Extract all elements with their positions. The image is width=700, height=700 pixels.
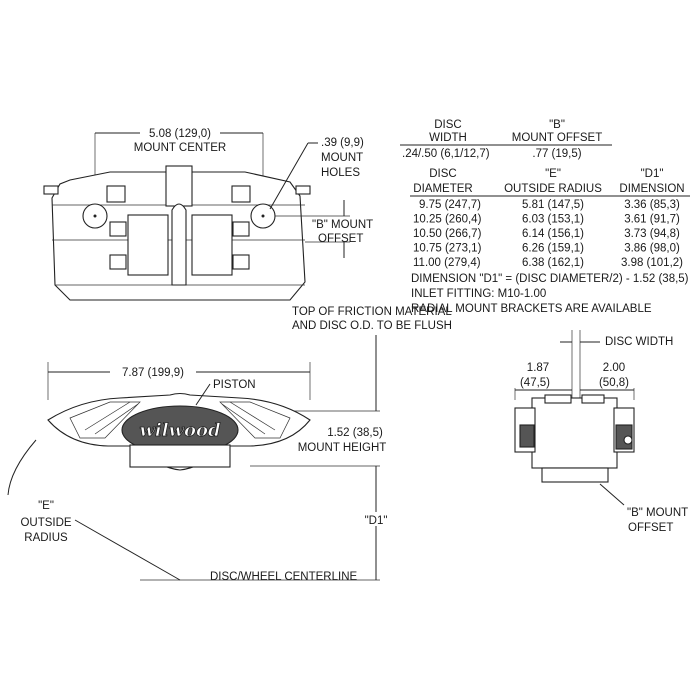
table-cell: 5.81 (147,5) bbox=[522, 199, 584, 211]
side-b-offset-label-1: "B" MOUNT bbox=[627, 507, 688, 519]
table-cell: .24/.50 (6,1/12,7) bbox=[402, 148, 490, 160]
e-label-3: RADIUS bbox=[24, 532, 68, 544]
right-value: 2.00 bbox=[603, 362, 625, 374]
table-header: DIMENSION bbox=[619, 183, 684, 195]
table-cell: 10.50 (266,7) bbox=[413, 228, 482, 240]
table-cell: 3.61 (91,7) bbox=[624, 214, 680, 226]
wilwood-logo: wilwood bbox=[139, 420, 221, 441]
table-header: WIDTH bbox=[429, 132, 467, 144]
left-value: 1.87 bbox=[527, 362, 549, 374]
right-value-mm: (50,8) bbox=[599, 377, 629, 389]
table-header: DISC bbox=[434, 119, 461, 131]
table-cell: .77 (19,5) bbox=[532, 148, 581, 160]
table-cell: 6.38 (162,1) bbox=[522, 257, 584, 269]
table-cell: 9.75 (247,7) bbox=[419, 199, 481, 211]
flush-note-1: TOP OF FRICTION MATERIAL bbox=[292, 306, 452, 318]
mount-holes-label-1: MOUNT bbox=[321, 152, 363, 164]
front-view-caliper: wilwood bbox=[7, 335, 380, 581]
d1-label: "D1" bbox=[365, 515, 388, 527]
left-value-mm: (47,5) bbox=[520, 377, 550, 389]
b-offset-label-2: OFFSET bbox=[318, 233, 363, 245]
mount-center-value: 5.08 (129,0) bbox=[149, 128, 211, 140]
disc-width-label: DISC WIDTH bbox=[605, 336, 673, 348]
table-header: DISC bbox=[429, 168, 456, 180]
table-cell: 6.03 (153,1) bbox=[522, 214, 584, 226]
table-header: "D1" bbox=[641, 168, 664, 180]
e-label-2: OUTSIDE bbox=[20, 517, 71, 529]
table-cell: 3.36 (85,3) bbox=[624, 199, 680, 211]
table-cell: 10.25 (260,4) bbox=[413, 214, 482, 226]
top-view-caliper bbox=[43, 132, 350, 301]
mount-holes-value: .39 (9,9) bbox=[321, 137, 364, 149]
width-value: 7.87 (199,9) bbox=[122, 367, 184, 379]
table-header: MOUNT OFFSET bbox=[512, 132, 603, 144]
table-header: DIAMETER bbox=[413, 183, 472, 195]
flush-note-2: AND DISC O.D. TO BE FLUSH bbox=[292, 320, 452, 332]
table-header: "B" bbox=[549, 119, 565, 131]
table-header: "E" bbox=[545, 168, 561, 180]
table-cell: 10.75 (273,1) bbox=[413, 243, 482, 255]
side-view-caliper bbox=[514, 330, 635, 506]
table-cell: 3.98 (101,2) bbox=[621, 257, 683, 269]
table-cell: 6.26 (159,1) bbox=[522, 243, 584, 255]
mount-height-value: 1.52 (38,5) bbox=[327, 427, 383, 439]
note-inlet-fitting: INLET FITTING: M10-1.00 bbox=[411, 288, 546, 300]
piston-label: PISTON bbox=[213, 379, 256, 391]
table-cell: 6.14 (156,1) bbox=[522, 228, 584, 240]
centerline-label: DISC/WHEEL CENTERLINE bbox=[210, 571, 358, 583]
note-d1-formula: DIMENSION "D1" = (DISC DIAMETER/2) - 1.5… bbox=[411, 273, 689, 285]
spec-table-disc-diameter: DISC DIAMETER "E" OUTSIDE RADIUS "D1" DI… bbox=[410, 168, 690, 269]
mount-center-label: MOUNT CENTER bbox=[134, 142, 226, 154]
table-cell: 3.73 (94,8) bbox=[624, 228, 680, 240]
table-header: OUTSIDE RADIUS bbox=[504, 183, 602, 195]
table-cell: 3.86 (98,0) bbox=[624, 243, 680, 255]
mount-holes-label-2: HOLES bbox=[321, 167, 360, 179]
e-label: "E" bbox=[38, 500, 54, 512]
mount-height-label: MOUNT HEIGHT bbox=[298, 442, 387, 454]
table-cell: 11.00 (279,4) bbox=[413, 257, 481, 269]
spec-table-disc-width: DISC WIDTH "B" MOUNT OFFSET .24/.50 (6,1… bbox=[400, 119, 612, 160]
side-b-offset-label-2: OFFSET bbox=[628, 522, 673, 534]
b-offset-label-1: "B" MOUNT bbox=[312, 219, 373, 231]
note-radial-brackets: RADIAL MOUNT BRACKETS ARE AVAILABLE bbox=[411, 303, 652, 315]
